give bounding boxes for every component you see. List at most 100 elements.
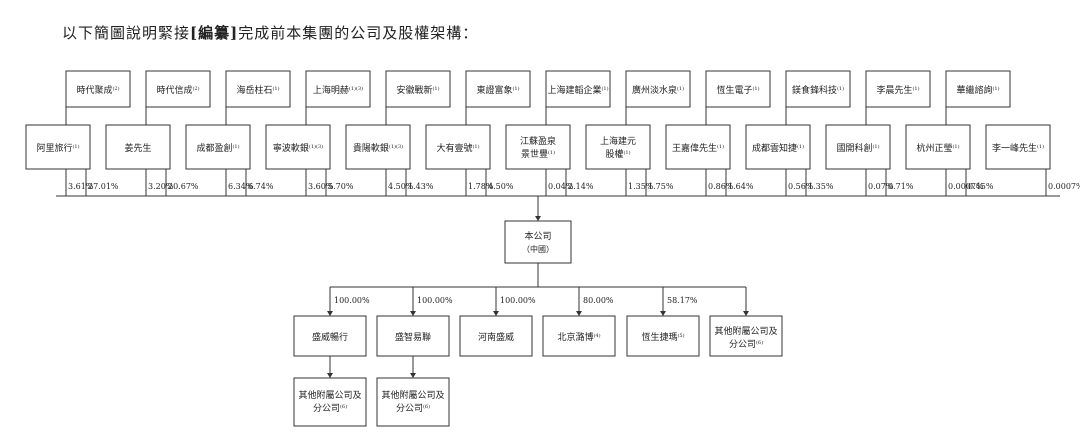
sub-subsidiary-box <box>376 377 450 427</box>
arrow-head <box>535 216 541 221</box>
heading-suffix: 完成前本集團的公司及股權架構： <box>238 24 479 42</box>
subsidiary-percentage: 100.00% <box>417 296 453 305</box>
shareholding-percentage: 0.0007% <box>948 182 984 191</box>
bottom-shareholder-box <box>105 124 171 170</box>
subsidiary-label: 分公司(6) <box>729 339 763 350</box>
company-sublabel: （中國） <box>522 244 554 254</box>
subsidiary-label: 其他附屬公司及 <box>714 325 777 337</box>
shareholding-percentage: 0.0007% <box>1048 182 1080 191</box>
top-shareholder-box <box>225 70 291 108</box>
top-shareholder-label: 李晨先生(1) <box>876 84 919 96</box>
bottom-shareholder-label: 大有壹號(1) <box>436 142 479 154</box>
bottom-shareholder-label: 江蘇盈泉 <box>520 135 556 147</box>
subsidiary-box <box>626 315 700 357</box>
shareholding-percentage: 1.35% <box>628 182 654 191</box>
shareholding-percentage: 3.60% <box>308 182 334 191</box>
arrow-head <box>410 311 416 316</box>
bottom-shareholder-label: 股權(1) <box>605 148 630 160</box>
bottom-shareholder-box <box>505 124 571 170</box>
bottom-shareholder-box <box>425 124 491 170</box>
shareholding-percentage: 1.78% <box>468 182 494 191</box>
sub-subsidiary-box <box>293 377 367 427</box>
sub-subsidiary-label: 分公司(6) <box>313 403 347 414</box>
top-shareholder-label: 東證富象(1) <box>476 84 519 96</box>
shareholding-percentage: 4.50% <box>488 182 514 191</box>
arrow-head <box>576 311 582 316</box>
bottom-shareholder-label: 阿里旅行(1) <box>36 142 79 154</box>
bottom-shareholder-box <box>905 124 971 170</box>
bottom-shareholder-label: 王嘉偉先生(1) <box>672 142 724 154</box>
bottom-shareholder-label: 成都盈創(1) <box>196 142 239 154</box>
subsidiary-percentage: 100.00% <box>500 296 536 305</box>
top-shareholder-label: 時代信成(2) <box>156 84 199 96</box>
shareholding-percentage: 6.74% <box>248 182 274 191</box>
shareholding-percentage: 0.56% <box>788 182 814 191</box>
top-shareholder-box <box>785 70 851 108</box>
company-box <box>504 220 572 264</box>
subsidiary-box <box>459 315 533 357</box>
top-shareholder-label: 廣州淡水泉(1) <box>632 84 684 96</box>
top-shareholder-label: 安徽戰新(1) <box>396 84 439 96</box>
bottom-shareholder-label: 國開科創(1) <box>836 142 879 154</box>
bottom-shareholder-label: 貴陽軟銀(1)(3) <box>353 142 403 154</box>
shareholding-percentage: 1.64% <box>728 182 754 191</box>
arrow-head <box>410 373 416 378</box>
shareholding-percentage: 0.45% <box>968 182 994 191</box>
subsidiary-label: 恆生捷瑪(5) <box>641 331 684 343</box>
top-shareholder-box <box>705 70 771 108</box>
bottom-shareholder-label: 上海建元 <box>600 135 636 147</box>
shareholding-percentage: 6.34% <box>228 182 254 191</box>
shareholding-percentage: 27.01% <box>88 182 119 191</box>
subsidiary-box <box>542 315 616 357</box>
top-shareholder-label: 鎂食鋒科技(1) <box>792 84 844 96</box>
top-shareholder-box <box>945 70 1011 108</box>
company-label: 本公司 <box>524 230 551 242</box>
subsidiary-box <box>293 315 367 357</box>
bottom-shareholder-box <box>745 124 811 170</box>
shareholding-percentage: 0.07% <box>868 182 894 191</box>
arrow-head <box>327 311 333 316</box>
top-shareholder-label: 海岳柱石(1) <box>236 84 279 96</box>
shareholding-percentage: 0.71% <box>888 182 914 191</box>
bottom-shareholder-box <box>985 124 1051 170</box>
heading-prefix: 以下簡圖說明緊接 <box>62 24 191 42</box>
top-shareholder-label: 華繼諮詢(1) <box>956 84 999 96</box>
top-shareholder-box <box>385 70 451 108</box>
subsidiary-label: 盛智易聯 <box>395 331 431 343</box>
top-shareholder-label: 恆生電子(1) <box>716 84 759 96</box>
bottom-shareholder-box <box>825 124 891 170</box>
shareholding-percentage: 1.75% <box>648 182 674 191</box>
subsidiary-label: 河南盛威 <box>478 331 514 343</box>
shareholding-percentage: 4.50% <box>388 182 414 191</box>
shareholding-percentage: 1.43% <box>408 182 434 191</box>
top-shareholder-box <box>65 70 131 108</box>
shareholding-percentage: 2.14% <box>568 182 594 191</box>
bottom-shareholder-label: 寧波軟銀(1)(3) <box>273 142 323 154</box>
subsidiary-percentage: 58.17% <box>667 296 698 305</box>
top-shareholder-box <box>305 70 371 108</box>
top-shareholder-box <box>625 70 691 108</box>
arrow-head <box>743 311 749 316</box>
page-heading: 以下簡圖說明緊接[編纂]完成前本集團的公司及股權架構： <box>62 22 478 43</box>
arrow-head <box>660 311 666 316</box>
heading-bold: [編纂] <box>190 24 239 42</box>
sub-subsidiary-label: 其他附屬公司及 <box>298 389 361 401</box>
subsidiary-label: 盛威暢行 <box>312 331 348 343</box>
bottom-shareholder-box <box>585 124 651 170</box>
bottom-shareholder-box <box>665 124 731 170</box>
sub-subsidiary-label: 分公司(6) <box>396 403 430 414</box>
arrow-head <box>327 373 333 378</box>
sub-subsidiary-label: 其他附屬公司及 <box>381 389 444 401</box>
top-shareholder-box <box>465 70 531 108</box>
bottom-shareholder-label: 杭州正瑩(1) <box>916 142 959 154</box>
shareholding-percentage: 1.35% <box>808 182 834 191</box>
bottom-shareholder-label: 李一峰先生(1) <box>992 142 1044 154</box>
bottom-shareholder-label: 姜先生 <box>124 142 151 154</box>
subsidiary-box <box>709 315 783 357</box>
shareholding-percentage: 0.04% <box>548 182 574 191</box>
shareholding-percentage: 20.67% <box>168 182 199 191</box>
shareholding-percentage: 3.61% <box>68 182 94 191</box>
top-shareholder-box <box>145 70 211 108</box>
shareholding-percentage: 0.86% <box>708 182 734 191</box>
